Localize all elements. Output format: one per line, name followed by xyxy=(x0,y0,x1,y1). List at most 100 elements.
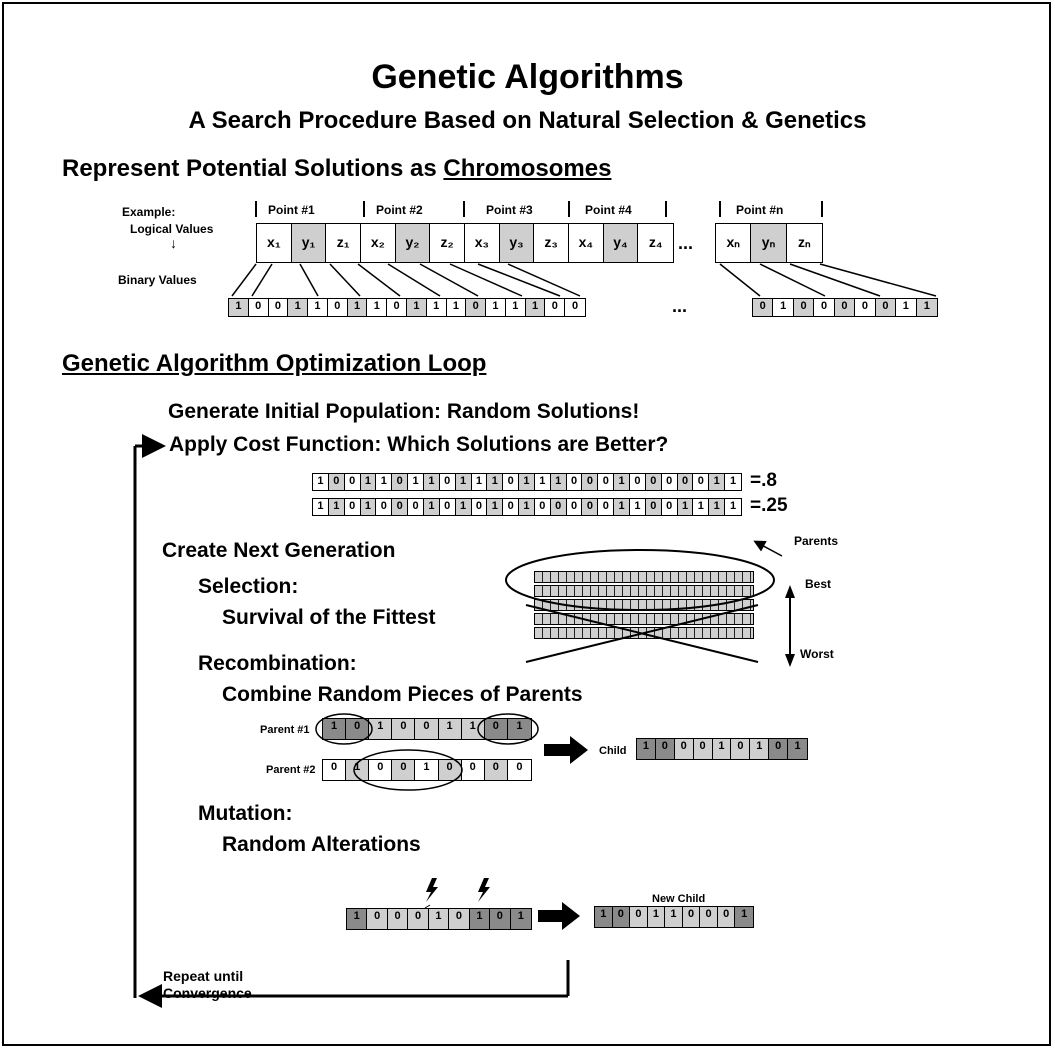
gene-cell: 1 xyxy=(487,499,504,515)
gene-cell: 1 xyxy=(472,474,488,490)
gene-cell: 1 xyxy=(288,299,309,316)
cost-score: =.8 xyxy=(750,470,777,491)
gene-cell: 1 xyxy=(376,474,393,490)
gene-cell: y₃ xyxy=(499,224,535,262)
gene-cell: 1 xyxy=(347,299,368,316)
gene-cell: 0 xyxy=(408,909,429,929)
gene-cell: 0 xyxy=(814,299,835,316)
gene-cell: 1 xyxy=(313,499,329,515)
gene-cell: 1 xyxy=(773,299,794,316)
gene-cell: 1 xyxy=(693,499,710,515)
gene-cell: 0 xyxy=(753,299,774,316)
example-label: Example: xyxy=(122,205,176,219)
section2-heading: Genetic Algorithm Optimization Loop xyxy=(62,350,487,377)
gene-cell: 0 xyxy=(490,909,511,929)
gene-cell: 1 xyxy=(896,299,917,316)
gene-cell: 0 xyxy=(875,299,897,316)
gene-cell: x₁ xyxy=(257,224,292,262)
gene-cell: 1 xyxy=(614,474,631,490)
gene-cell: 0 xyxy=(674,739,694,759)
gene-cell: y₄ xyxy=(603,224,639,262)
rejection-cross xyxy=(525,604,759,663)
gene-cell: 1 xyxy=(408,474,424,490)
gene-cell: 0 xyxy=(598,499,615,515)
gene-cell: 1 xyxy=(730,500,737,512)
point-label: Point #2 xyxy=(376,203,423,217)
gene-cell: 1 xyxy=(519,474,535,490)
gene-cell: 1 xyxy=(455,499,472,515)
gene-cell: 0 xyxy=(484,719,508,739)
gene-cell: 0 xyxy=(415,719,439,739)
gene-cell: 1 xyxy=(360,474,377,490)
cost-score: =.25 xyxy=(750,495,788,516)
gene-cell: 1 xyxy=(415,760,439,780)
mutation-desc: Random Alterations xyxy=(222,833,421,856)
worst-arrowhead xyxy=(785,654,795,667)
apply-cost-step: Apply Cost Function: Which Solutions are… xyxy=(169,433,669,456)
parent2-label: Parent #2 xyxy=(266,764,316,776)
gene-cell: 1 xyxy=(519,499,535,515)
gene-cell: 1 xyxy=(647,907,666,927)
ellipsis: ... xyxy=(678,233,694,253)
gene-cell: 0 xyxy=(449,909,470,929)
selection-title: Selection: xyxy=(198,575,299,598)
gene-cell: zₙ xyxy=(798,234,811,250)
gene-cell: 0 xyxy=(550,499,567,515)
gene-cell: 1 xyxy=(423,474,440,490)
gene-cell: 0 xyxy=(484,760,508,780)
gene-cell: 1 xyxy=(550,474,567,490)
gene-cell: 1 xyxy=(735,907,753,927)
lightning-icon xyxy=(426,878,490,902)
gene-cell: 0 xyxy=(269,299,289,316)
gene-cell: z₃ xyxy=(534,224,569,262)
point-separators xyxy=(255,201,823,217)
worst-label: Worst xyxy=(800,647,834,661)
gene-cell: 0 xyxy=(472,499,488,515)
binary-values-label: Binary Values xyxy=(118,273,197,287)
gene-cell: 1 xyxy=(510,909,531,929)
gene-cell: 1 xyxy=(455,474,472,490)
gene-cell: 0 xyxy=(693,474,710,490)
page-title: Genetic Algorithms xyxy=(371,58,684,96)
gene-cell: 1 xyxy=(637,739,656,759)
section1-heading-prefix: Represent Potential Solutions as xyxy=(62,155,444,182)
recombine-arrow xyxy=(544,736,588,764)
gene-cell: 1 xyxy=(360,499,377,515)
gene-cell: 0 xyxy=(392,719,416,739)
gene-cell: 1 xyxy=(428,909,450,929)
binary-connectors xyxy=(231,263,937,297)
point-label: Point #4 xyxy=(585,203,632,217)
gene-cell: 0 xyxy=(328,474,345,490)
gene-cell: 0 xyxy=(367,909,388,929)
gene-cell: 0 xyxy=(693,739,713,759)
gene-cell: 0 xyxy=(630,907,648,927)
gene-cell: 0 xyxy=(345,474,361,490)
create-next-step: Create Next Generation xyxy=(162,539,396,562)
population-chromosome xyxy=(534,571,754,583)
gene-cell: 1 xyxy=(323,719,347,739)
gene-cell: 0 xyxy=(572,300,579,312)
gene-cell: x₂ xyxy=(361,224,396,262)
gene-cell: 0 xyxy=(408,499,424,515)
gene-cell: 1 xyxy=(423,499,440,515)
gene-cell: 1 xyxy=(229,299,249,316)
gene-cell: 0 xyxy=(567,499,583,515)
new-child-label: New Child xyxy=(652,893,706,905)
gene-cell: 1 xyxy=(347,909,368,929)
gene-cell: 1 xyxy=(709,499,726,515)
gene-cell: 0 xyxy=(655,739,675,759)
generate-step: Generate Initial Population: Random Solu… xyxy=(168,400,640,423)
gene-cell: y₁ xyxy=(291,224,327,262)
gene-cell: 1 xyxy=(750,739,770,759)
mutation-title: Mutation: xyxy=(198,802,293,825)
gene-cell: 0 xyxy=(567,474,583,490)
gene-cell: 0 xyxy=(793,299,815,316)
